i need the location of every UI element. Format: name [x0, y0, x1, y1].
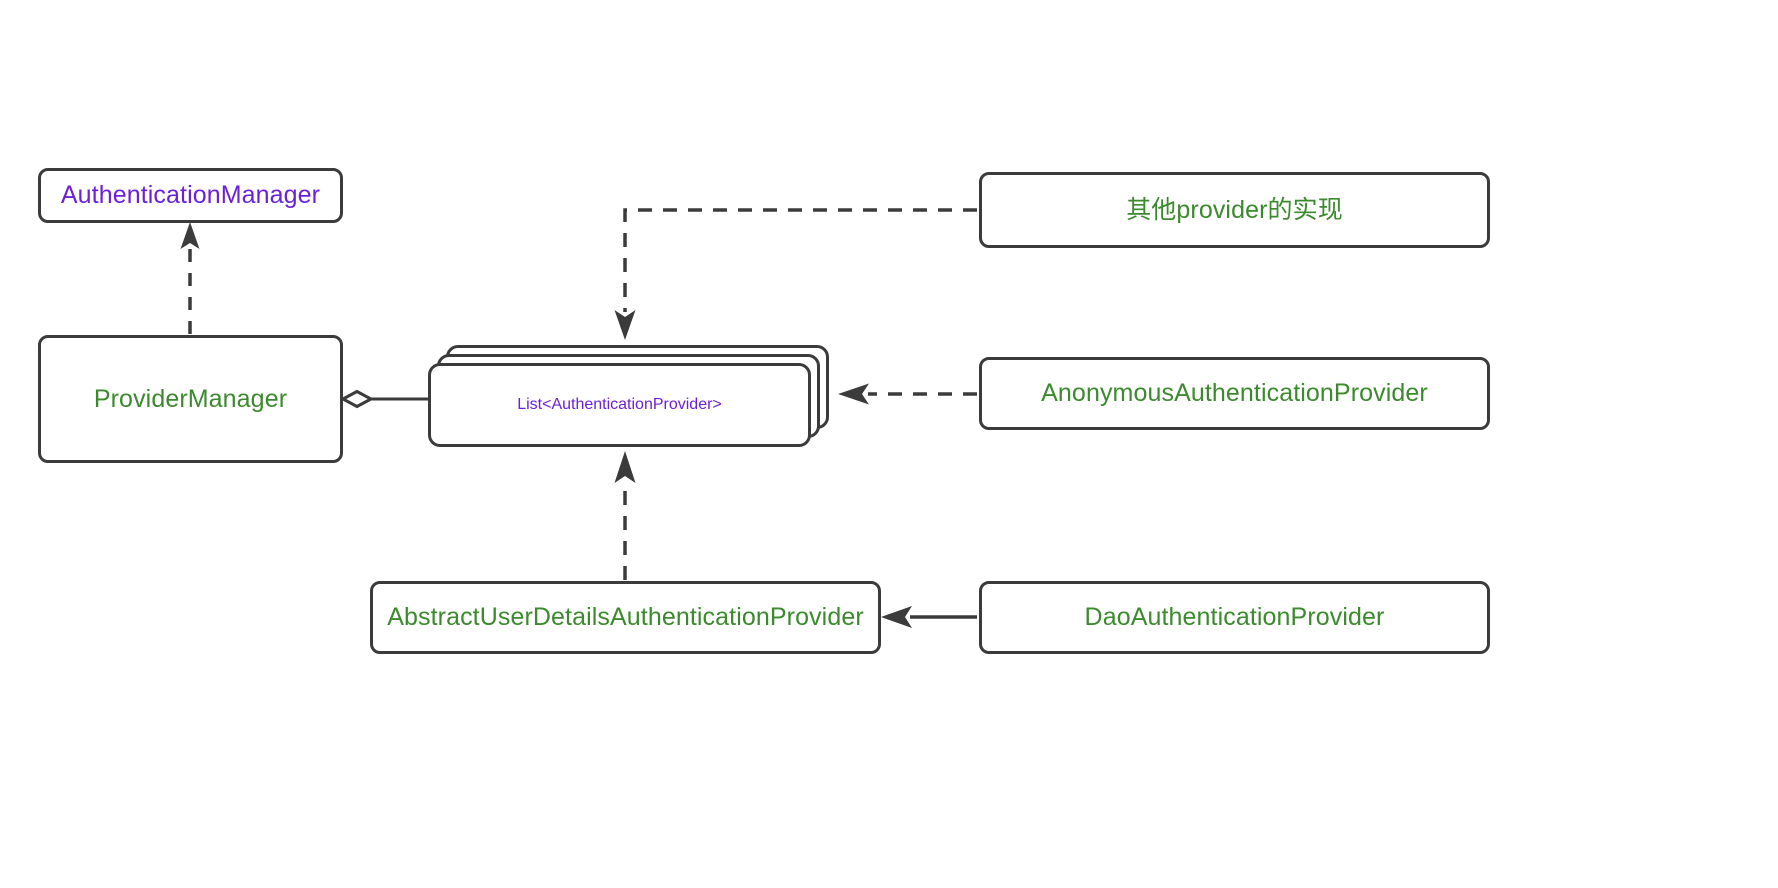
- node-provider-list-label: List<AuthenticationProvider>: [517, 396, 722, 413]
- node-abstract-user-details-authentication-provider[interactable]: AbstractUserDetailsAuthenticationProvide…: [370, 581, 881, 654]
- edge-dao-provider-extends-abstract-user-details-provider: [881, 606, 977, 628]
- edge-provider-manager-implements-authentication-manager: [180, 222, 200, 334]
- node-anonymous-authentication-provider-label: AnonymousAuthenticationProvider: [1041, 379, 1428, 408]
- node-provider-list[interactable]: List<AuthenticationProvider>: [428, 363, 811, 447]
- edge-provider-manager-aggregates-provider-list: [339, 389, 430, 409]
- node-other-providers-label: 其他provider的实现: [1126, 195, 1343, 224]
- node-other-providers[interactable]: 其他provider的实现: [979, 172, 1490, 248]
- node-provider-list-stack[interactable]: List<AuthenticationProvider>: [428, 345, 829, 447]
- edge-anonymous-provider-implements-provider-list: [838, 383, 977, 405]
- node-authentication-manager-label: AuthenticationManager: [60, 181, 321, 210]
- edge-abstract-user-details-provider-implements-provider-list: [614, 451, 636, 580]
- node-authentication-manager[interactable]: AuthenticationManager: [38, 168, 343, 223]
- node-dao-authentication-provider-label: DaoAuthenticationProvider: [1084, 603, 1385, 632]
- node-provider-manager-label: ProviderManager: [93, 384, 288, 413]
- node-abstract-user-details-authentication-provider-label: AbstractUserDetailsAuthenticationProvide…: [387, 603, 864, 632]
- node-dao-authentication-provider[interactable]: DaoAuthenticationProvider: [979, 581, 1490, 654]
- node-provider-manager[interactable]: ProviderManager: [38, 335, 343, 463]
- edge-other-providers-implements-provider-list: [614, 208, 977, 340]
- node-anonymous-authentication-provider[interactable]: AnonymousAuthenticationProvider: [979, 357, 1490, 430]
